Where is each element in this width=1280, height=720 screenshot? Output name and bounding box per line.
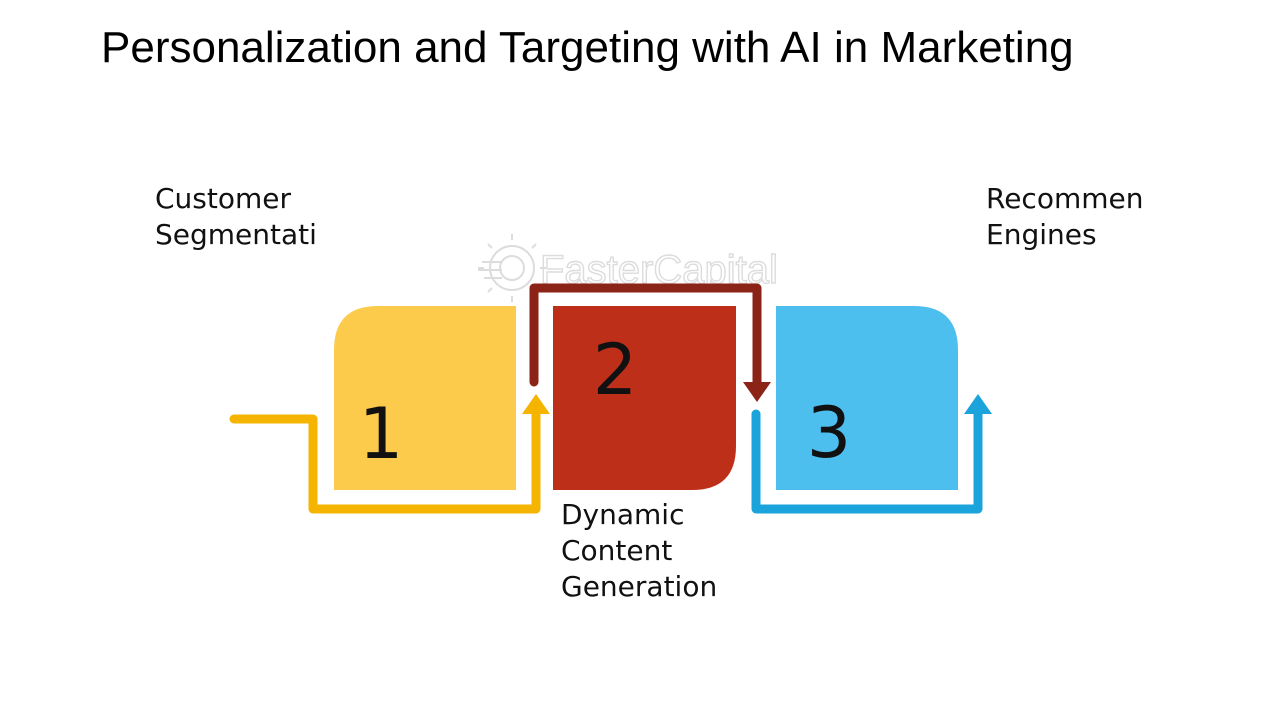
step-3-label: Recommen Engines	[986, 181, 1143, 253]
step-3-arrow	[751, 394, 992, 514]
step-2-label-line: Generation	[561, 570, 718, 603]
step-3-label-line: Recommen	[986, 182, 1144, 215]
step-1-arrow	[229, 394, 550, 514]
step-2-label: Dynamic Content Generation	[561, 497, 717, 605]
slide-title: Personalization and Targeting with AI in…	[101, 23, 1074, 72]
step-2-block	[553, 306, 736, 490]
step-1-label-line: Segmentati	[155, 218, 317, 251]
step-2-arrow	[529, 283, 771, 402]
step-2-number: 2	[593, 329, 638, 411]
step-2-label-line: Dynamic	[561, 498, 685, 531]
step-3-number: 3	[807, 392, 852, 474]
step-1-label-line: Customer	[155, 182, 292, 215]
step-3-block	[776, 306, 958, 490]
step-1-label: Customer Segmentati	[155, 181, 317, 253]
gear-icon	[478, 234, 546, 302]
step-3-label-line: Engines	[986, 218, 1097, 251]
step-2-label-line: Content	[561, 534, 673, 567]
step-1-number: 1	[359, 393, 404, 475]
step-1-block	[334, 306, 516, 490]
